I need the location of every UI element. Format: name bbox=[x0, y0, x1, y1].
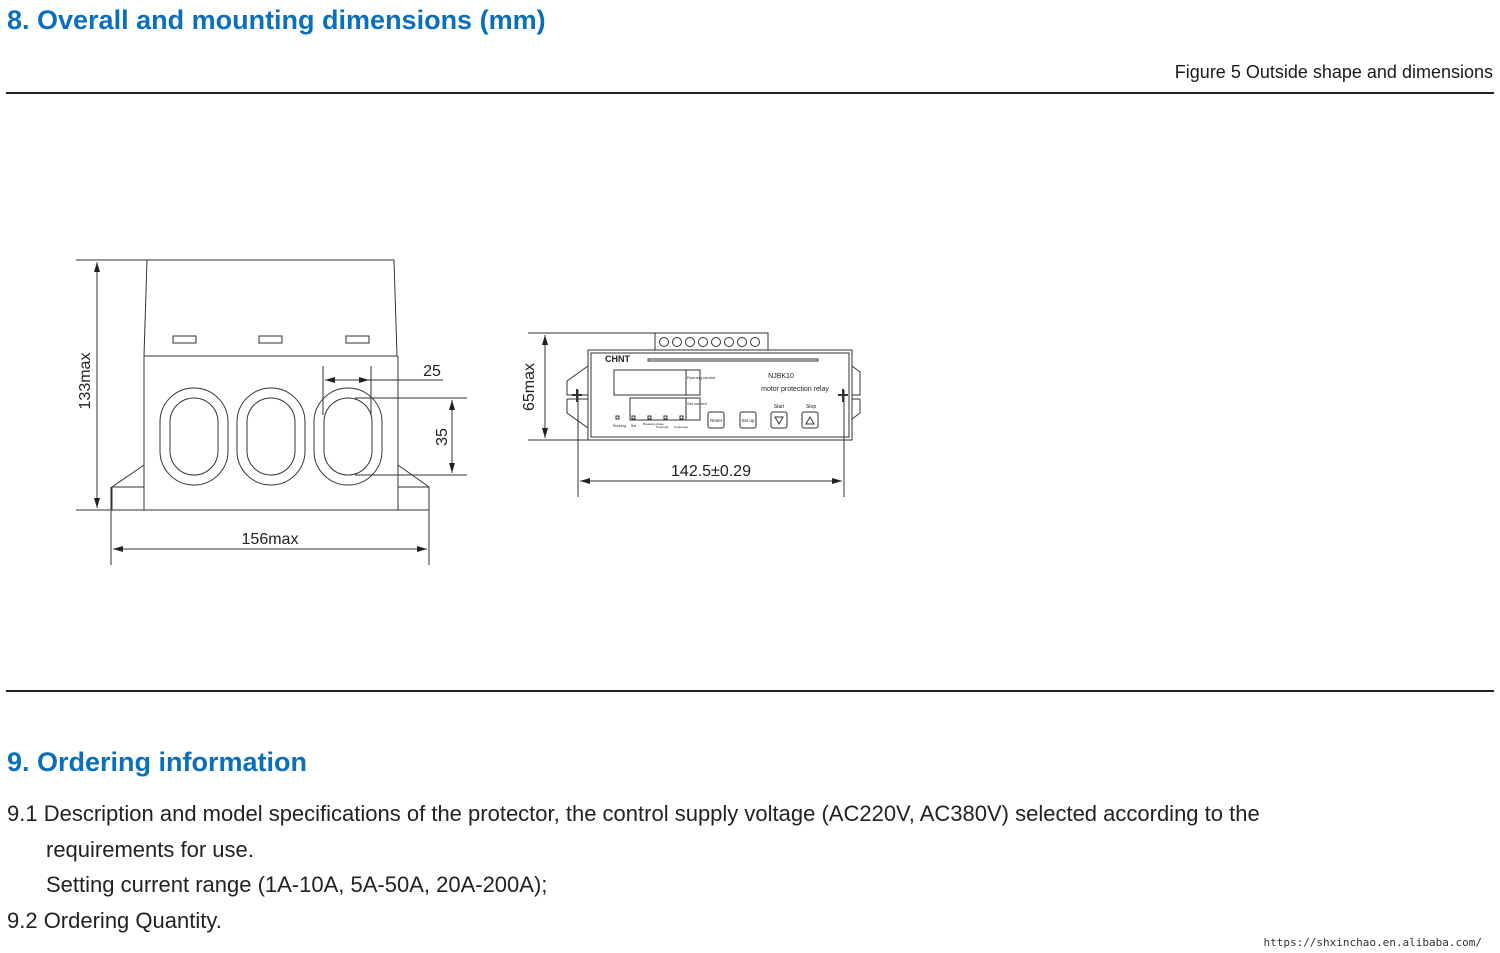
figure-caption: Figure 5 Outside shape and dimensions bbox=[1174, 62, 1493, 82]
stop-label: Stop bbox=[806, 404, 817, 410]
section-9-heading: 9. Ordering information bbox=[7, 747, 308, 777]
section-8-heading: 8. Overall and mounting dimensions (mm) bbox=[7, 5, 546, 35]
side-view-drawing: 133max 156max 25 35 bbox=[76, 259, 467, 565]
hole-height-label: 35 bbox=[434, 428, 451, 446]
paragraph-9-2: 9.2 Ordering Quantity. bbox=[7, 908, 222, 933]
footer-url: https://shxinchao.en.alibaba.com/ bbox=[1263, 936, 1482, 949]
paragraph-9-1-cont: requirements for use. bbox=[46, 837, 254, 862]
paragraph-9-1: 9.1 Description and model specifications… bbox=[7, 801, 1260, 826]
product-label: motor protection relay bbox=[761, 386, 829, 393]
terminal-circles bbox=[659, 337, 760, 347]
led-label-overload: Overload bbox=[656, 425, 669, 429]
reset-label: Reset bbox=[710, 418, 723, 423]
led-label-breaking-phase: Breaking phase bbox=[643, 422, 664, 426]
setup-button-drawing bbox=[739, 411, 757, 429]
width-dimension-label: 156max bbox=[242, 531, 299, 548]
hole-width-label: 25 bbox=[423, 363, 441, 380]
led-label-underload: Underload bbox=[674, 425, 688, 429]
divider-top bbox=[6, 92, 1494, 94]
front-height-label: 65max bbox=[521, 363, 538, 411]
start-label: Start bbox=[774, 404, 785, 410]
up-triangle-icon bbox=[805, 415, 815, 425]
dimension-drawings: 133max 156max 25 35 CHNT Running current… bbox=[76, 259, 861, 565]
display2-label: Set current bbox=[687, 401, 707, 406]
display1-label: Running current bbox=[687, 375, 716, 380]
front-view-drawing: CHNT Running current Set current NJBK10 … bbox=[521, 332, 861, 497]
led-label-set: Set bbox=[631, 424, 636, 428]
model-label: NJBK10 bbox=[768, 373, 794, 380]
reset-button-drawing bbox=[707, 411, 725, 429]
down-triangle-icon bbox=[774, 416, 784, 426]
stop-button-drawing bbox=[801, 411, 819, 429]
height-dimension-label: 133max bbox=[77, 353, 94, 410]
divider-bottom bbox=[6, 690, 1494, 692]
mount-distance-label: 142.5±0.29 bbox=[671, 463, 751, 480]
start-button-drawing bbox=[770, 411, 788, 429]
led-label-running: Running bbox=[613, 424, 626, 428]
setting-current-range: Setting current range (1A-10A, 5A-50A, 2… bbox=[46, 872, 548, 897]
brand-logo: CHNT bbox=[605, 354, 630, 364]
setup-label: Set up bbox=[741, 418, 755, 423]
